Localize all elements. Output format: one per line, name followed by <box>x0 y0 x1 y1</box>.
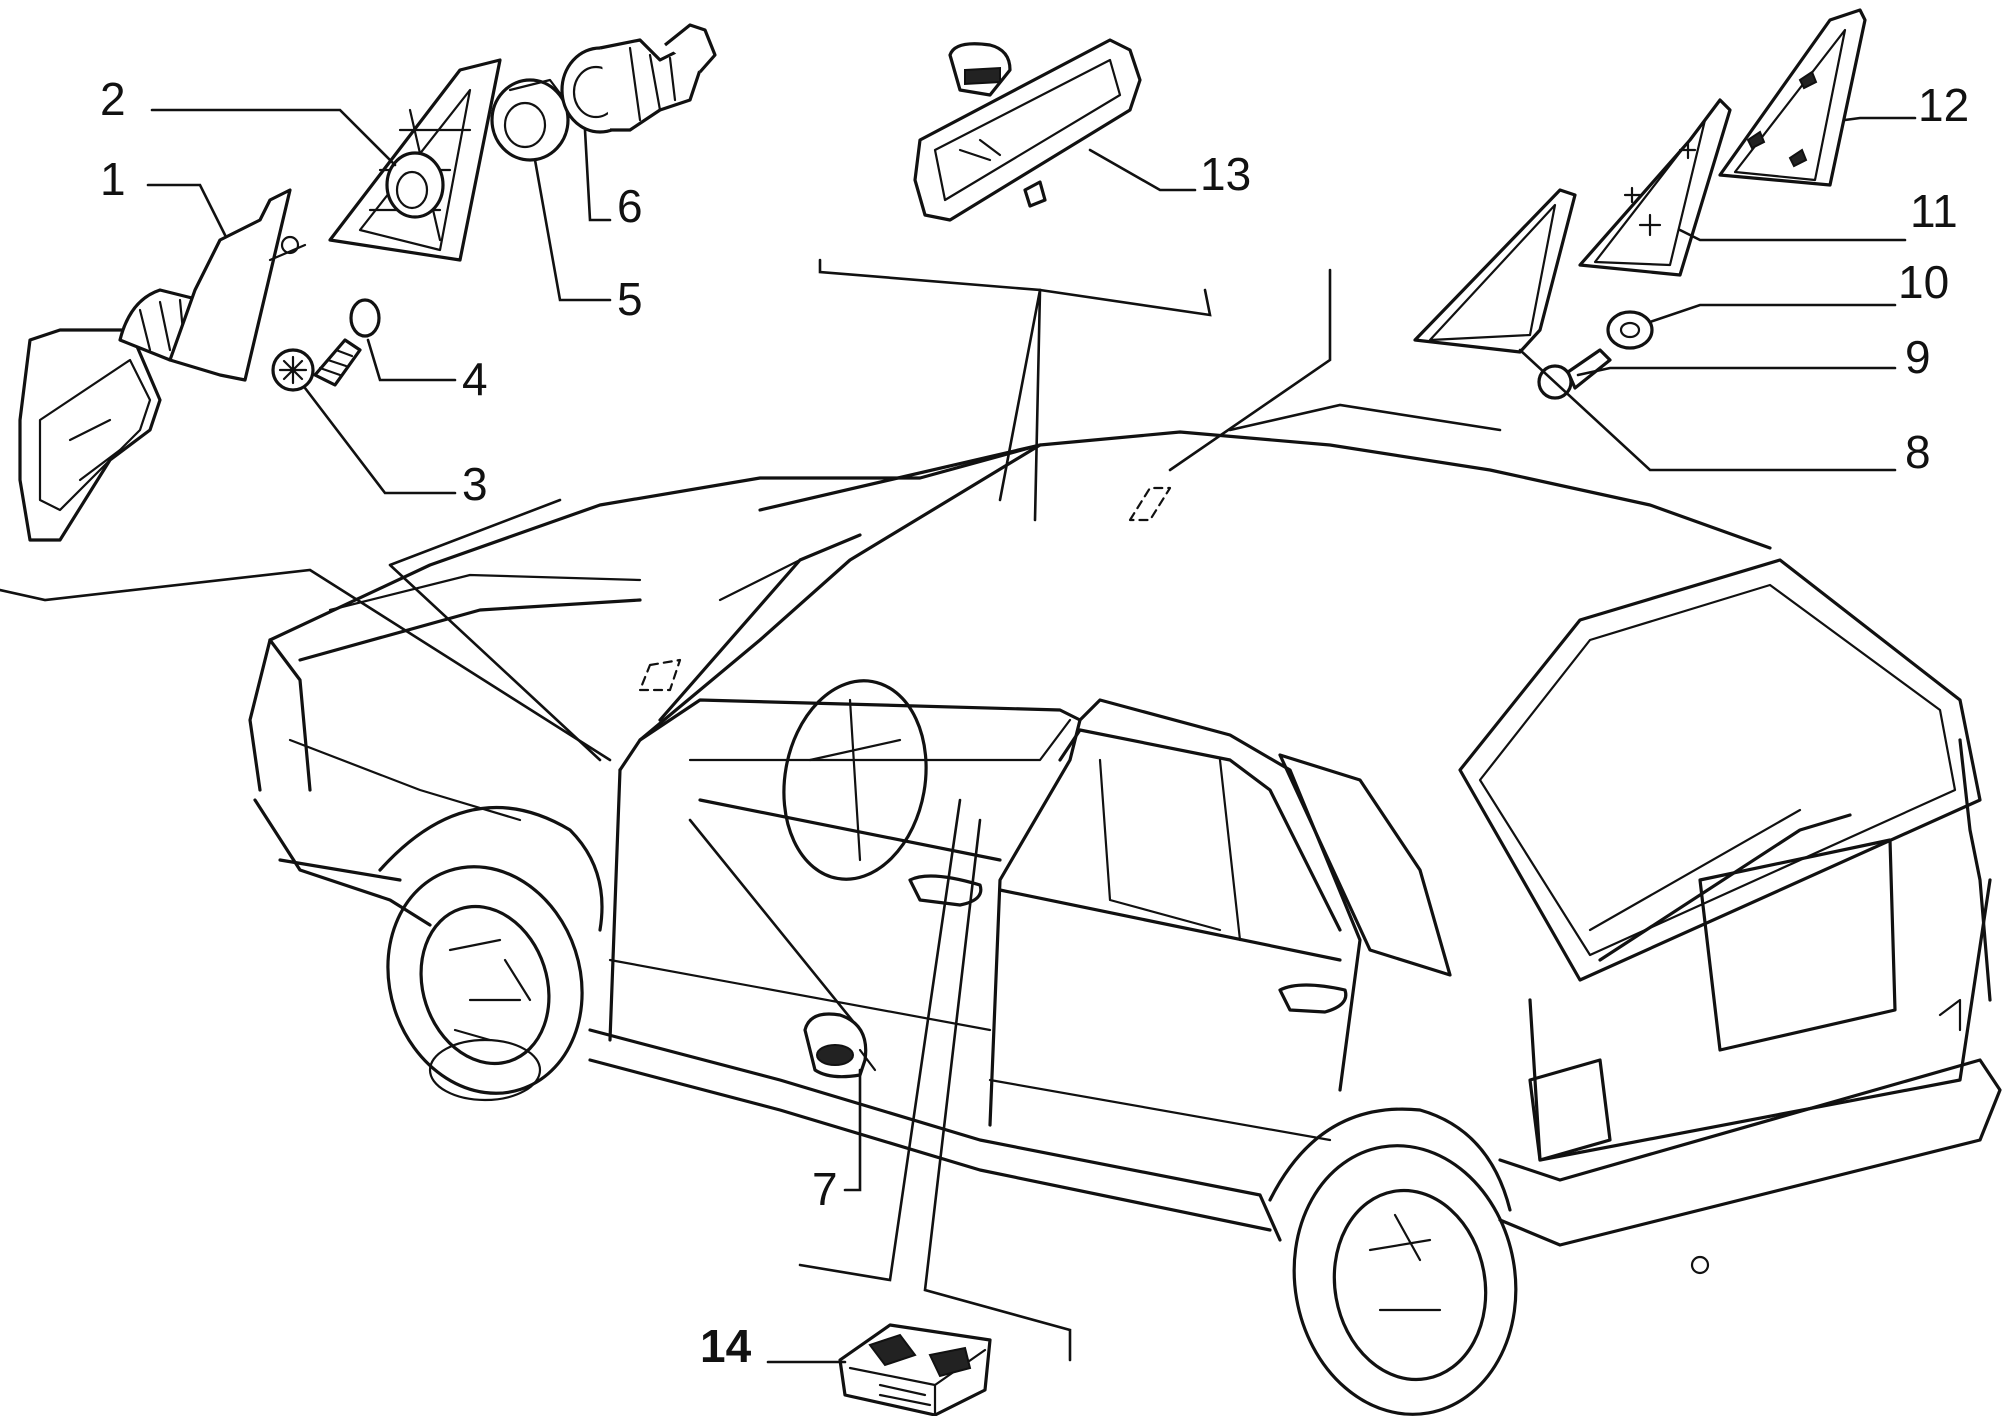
front-door-handle <box>908 874 983 907</box>
part-7-clip <box>803 1012 877 1079</box>
tail-light <box>1528 1058 1612 1162</box>
roof-marker <box>1128 486 1172 522</box>
rear-quarter-window <box>1278 753 1452 977</box>
steering-wheel <box>782 679 928 881</box>
callout-1: 1 <box>100 153 126 205</box>
callout-11: 11 <box>1910 185 1958 237</box>
rear-door <box>1078 698 1362 1092</box>
callout-5: 5 <box>617 273 643 325</box>
car-roof <box>758 430 1772 550</box>
rear-wheel-arch <box>1268 1107 1512 1212</box>
part-8-triangle-trim <box>1413 188 1577 354</box>
callout-10: 10 <box>1898 256 1949 308</box>
callout-4: 4 <box>462 353 488 405</box>
callout-9: 9 <box>1905 331 1931 383</box>
rear-wheel <box>1292 1144 1518 1416</box>
leader-lines <box>0 258 1502 1362</box>
part-12-outer-trim <box>1718 8 1867 187</box>
car-front <box>248 638 312 792</box>
front-wheel-arch <box>378 805 604 932</box>
part-6-bellows <box>560 23 717 134</box>
callout-8: 8 <box>1905 426 1931 478</box>
rear-door-handle <box>1278 983 1348 1014</box>
front-door <box>618 698 1082 1127</box>
car-hood <box>268 443 1042 642</box>
callout-2: 2 <box>100 73 126 125</box>
part-9-screw <box>1537 348 1612 400</box>
callout-labels: 1 2 3 4 5 6 7 8 9 10 11 12 13 14 <box>100 73 1969 1372</box>
callout-13: 13 <box>1200 148 1251 200</box>
car-sill <box>588 1028 1282 1242</box>
callout-12: 12 <box>1918 79 1969 131</box>
part-3-washer <box>271 348 315 392</box>
car-illustration <box>248 430 2002 1416</box>
part-14-switch <box>838 1323 992 1416</box>
callout-leaders <box>146 108 1917 1364</box>
callout-7: 7 <box>812 1163 838 1215</box>
part-11-inner-trim <box>1578 98 1732 277</box>
part-1-exterior-mirror <box>18 188 307 542</box>
part-5-grommet <box>490 78 570 162</box>
callout-3: 3 <box>462 458 488 510</box>
part-10-washer <box>1606 310 1654 350</box>
part-4-screw <box>313 298 381 387</box>
callout-6: 6 <box>617 180 643 232</box>
callout-14: 14 <box>700 1320 752 1372</box>
car-tailgate <box>1528 878 1992 1162</box>
car-windshield <box>638 443 1042 742</box>
rear-bumper <box>1498 1058 2002 1247</box>
front-wheel <box>386 865 584 1095</box>
rear-windshield <box>1458 558 1982 982</box>
part-2-mirror-plate <box>328 58 502 262</box>
part-13-rearview-mirror <box>913 38 1142 222</box>
